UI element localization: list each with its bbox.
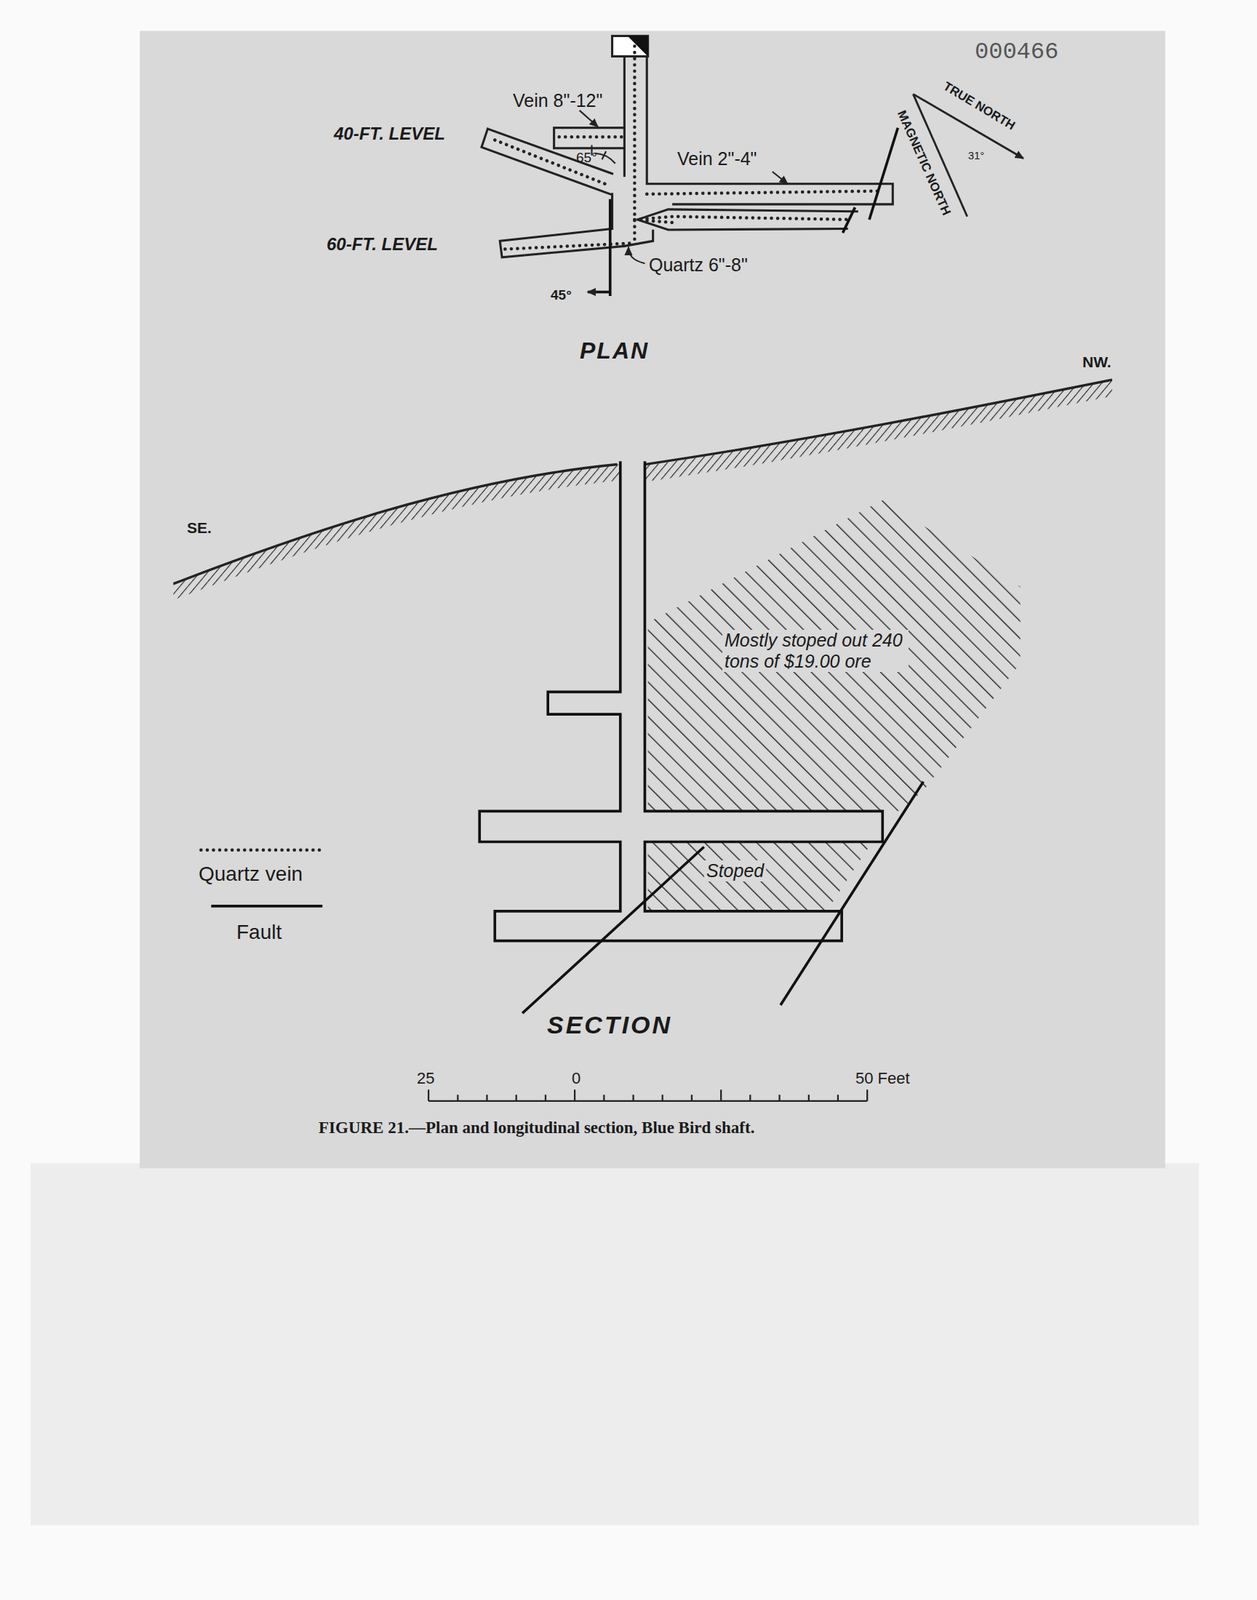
figure-caption: FIGURE 21.—Plan and longitudinal section…	[318, 1118, 755, 1138]
legend-text: Quartz vein	[198, 862, 303, 887]
view-title: PLAN	[579, 337, 649, 365]
scale-number: 25	[416, 1069, 435, 1088]
stope-note: Mostly stoped out 240 tons of $19.00 ore	[722, 629, 909, 673]
scale-number: 50 Feet	[855, 1069, 911, 1088]
legend-swatch	[200, 848, 325, 852]
vein-label: Vein 2"-4"	[677, 148, 758, 170]
level-label: 40-FT. LEVEL	[333, 123, 446, 145]
level-label: 60-FT. LEVEL	[326, 234, 438, 255]
angle-label: 65°	[576, 149, 598, 166]
vein-label: Quartz 6"-8"	[648, 254, 748, 276]
view-title: SECTION	[547, 1011, 673, 1040]
dip-label: 45°	[550, 287, 572, 304]
vein-label: Vein 8"-12"	[512, 90, 603, 112]
legend-text: Fault	[236, 920, 282, 945]
stope-note: Stoped	[704, 860, 766, 882]
legend-swatch	[210, 904, 323, 908]
scale-number: 0	[571, 1069, 581, 1088]
direction-label: SE.	[186, 519, 212, 537]
page-stamp: 000466	[974, 39, 1059, 67]
angle-label: 31°	[968, 149, 985, 162]
direction-label: NW.	[1082, 353, 1112, 371]
